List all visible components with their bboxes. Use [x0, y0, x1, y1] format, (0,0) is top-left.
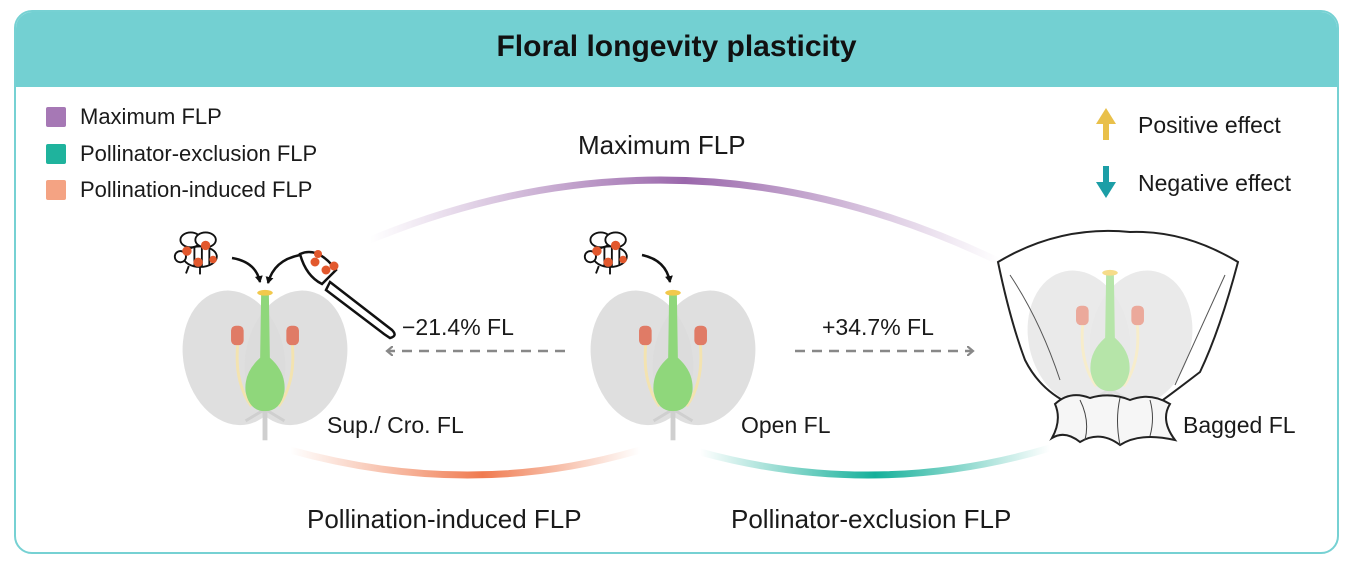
- pollination-induced-flp-arc: [286, 446, 644, 479]
- legend-swatch-maximum: [46, 107, 66, 127]
- legend-label-pollinator-exclusion: Pollinator-exclusion FLP: [80, 141, 318, 166]
- maximum-flp-label: Maximum FLP: [578, 130, 746, 160]
- bagged-flower-label: Bagged FL: [1183, 412, 1296, 438]
- bee-to-stigma-arrow: [231, 256, 263, 283]
- legend-swatch-pollination-induced: [46, 180, 66, 200]
- title-banner: Floral longevity plasticity: [16, 12, 1337, 87]
- bagged-flower: [996, 229, 1240, 447]
- legend-item-pollination-induced: Pollination-induced FLP: [46, 177, 312, 203]
- legend-swatch-pollinator-exclusion: [46, 144, 66, 164]
- left-change-label: −21.4% FL: [402, 314, 514, 340]
- paintbrush-icon: [298, 250, 396, 340]
- maximum-flp-arc: [366, 176, 1004, 266]
- right-change-label: +34.7% FL: [822, 314, 934, 340]
- supplemented-flower-label: Sup./ Cro. FL: [327, 412, 464, 438]
- brush-to-stigma-arrow: [265, 253, 301, 284]
- bee-icon-center: [583, 231, 628, 276]
- negative-effect-label: Negative effect: [1138, 170, 1292, 196]
- pollination-induced-flp-label: Pollination-induced FLP: [307, 504, 582, 534]
- open-flower-label: Open FL: [741, 412, 831, 438]
- legend-label-maximum: Maximum FLP: [80, 104, 222, 129]
- figure-title: Floral longevity plasticity: [496, 30, 857, 63]
- legend-item-maximum: Maximum FLP: [46, 104, 222, 130]
- positive-effect-label: Positive effect: [1138, 112, 1281, 138]
- pollinator-exclusion-flp-arc: [696, 444, 1054, 479]
- legend-label-pollination-induced: Pollination-induced FLP: [80, 177, 313, 202]
- bee-to-stigma-arrow-center: [641, 253, 673, 283]
- legend-item-pollinator-exclusion: Pollinator-exclusion FLP: [46, 141, 317, 167]
- bee-icon: [173, 231, 218, 276]
- pollinator-exclusion-flp-label: Pollinator-exclusion FLP: [731, 504, 1012, 534]
- negative-effect-arrow-icon: [1096, 166, 1116, 198]
- open-flower: [578, 281, 767, 440]
- positive-effect-arrow-icon: [1096, 108, 1116, 140]
